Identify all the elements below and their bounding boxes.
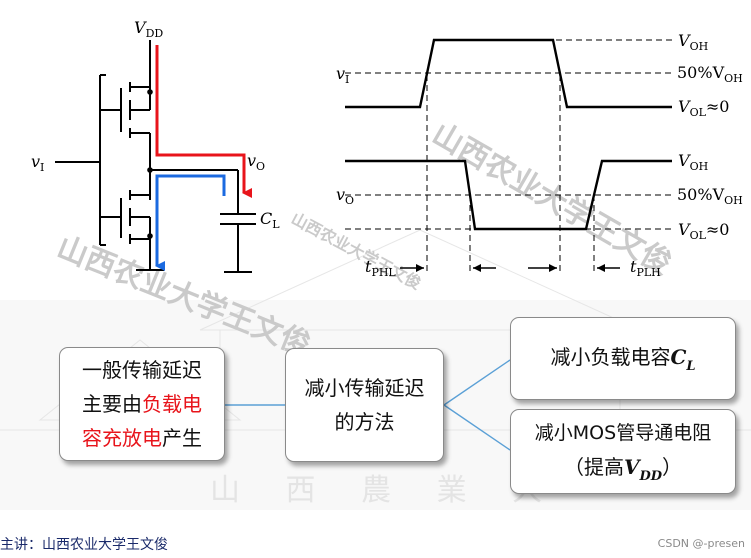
cmos-inverter-circuit [55, 40, 256, 273]
timing-waveforms: vI vO VOH 50%VOH VOL≈0 VOH 50%VOH VOL≈0 [336, 31, 743, 279]
cause-line-3: 容充放电产生 [82, 426, 202, 450]
reduce-resistance-line-1: 减小MOS管导通电阻 [534, 421, 712, 444]
vi-waveform-label: vI [336, 64, 349, 86]
input-waveform [345, 38, 672, 109]
load-capacitor-label: CL [260, 209, 280, 231]
charging-current-path [155, 45, 252, 198]
methods-line-1: 减小传输延迟 [304, 376, 425, 400]
mindmap-connectors [225, 359, 511, 451]
watermark-diagonal-1: 山西农业大学王文俊 [426, 117, 677, 282]
voh-label-output: VOH [678, 151, 708, 173]
reduce-capacitance-box: 减小负载电容CL [510, 317, 736, 400]
reduce-resistance-box: 减小MOS管导通电阻 （提高VDD） [510, 409, 736, 494]
circuit-nodes [147, 89, 153, 239]
tplh-label: tPLH [630, 257, 661, 279]
watermark-campus-text: 山 西 農 業 大 [210, 473, 560, 508]
cause-line-2: 主要由负载电 [82, 392, 202, 416]
voh-label-input: VOH [678, 31, 708, 53]
half-voh-label-output: 50%VOH [677, 185, 743, 207]
cause-line-1: 一般传输延迟 [82, 358, 202, 382]
lecturer-footer: 主讲：山西农业大学王文俊 [0, 537, 168, 553]
reduce-resistance-line-2: （提高VDD） [563, 454, 683, 484]
cause-box: 一般传输延迟 主要由负载电 容充放电产生 [59, 347, 225, 461]
vo-waveform-label: vO [336, 185, 354, 207]
discharging-current-path [155, 174, 226, 271]
vol-label-input: VOL≈0 [678, 97, 729, 119]
vout-label: vO [247, 151, 265, 173]
methods-line-2: 的方法 [334, 410, 395, 434]
methods-box: 减小传输延迟 的方法 [285, 348, 444, 462]
tphl-label: tPHL [365, 257, 396, 279]
vdd-label: VDD [134, 18, 163, 40]
half-voh-label-input: 50%VOH [677, 63, 743, 85]
reduce-capacitance-text: 减小负载电容CL [550, 344, 696, 374]
vol-label-output: VOL≈0 [678, 220, 729, 242]
vin-label: vI [31, 152, 44, 174]
source-credit: CSDN @-presen [657, 537, 745, 550]
